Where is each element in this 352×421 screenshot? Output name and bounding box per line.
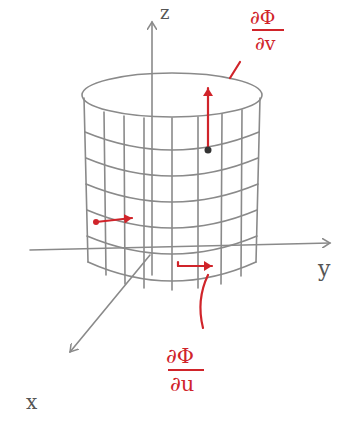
axis-label: y [318, 258, 330, 280]
axis-label: x [26, 392, 37, 412]
fraction-denominator: ∂u [170, 374, 194, 395]
axis-label: z [160, 4, 169, 22]
fraction-numerator: ∂Φ [166, 346, 194, 367]
fraction-denominator: ∂v [255, 34, 276, 53]
fraction-numerator: ∂Φ [250, 8, 275, 27]
